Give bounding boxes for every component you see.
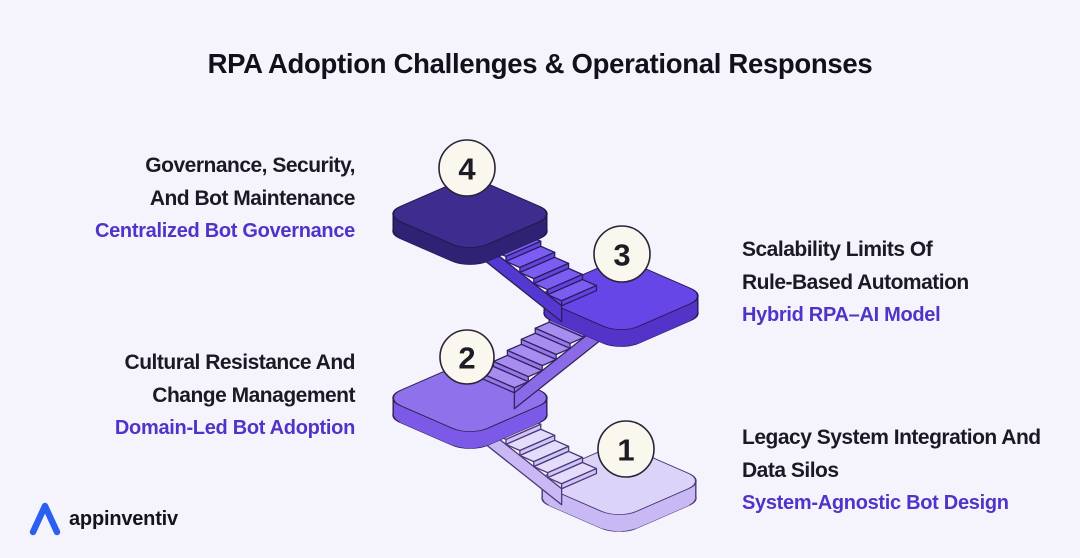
page-title: RPA Adoption Challenges & Operational Re… [207, 48, 873, 79]
badge-number: 3 [613, 238, 630, 273]
challenge-text: Change Management [152, 384, 355, 407]
challenge-text: Governance, Security, [145, 154, 355, 177]
challenge-block-4: Governance, Security, And Bot Maintenanc… [94, 149, 356, 248]
challenge-block-2: Cultural Resistance And Change Managemen… [114, 346, 356, 445]
appinventiv-logo: appinventiv [28, 502, 178, 536]
challenge-text: Data Silos [742, 459, 839, 482]
challenge-text: Cultural Resistance And [124, 351, 356, 374]
challenge-block-1: Legacy System Integration And Data Silos… [742, 421, 1041, 520]
step-badge-3: 3 [593, 225, 651, 283]
response-text: System-Agnostic Bot Design [742, 492, 1009, 514]
response-text: Centralized Bot Governance [94, 220, 355, 242]
step-badge-4: 4 [438, 139, 496, 197]
platform-step-4 [392, 180, 548, 265]
challenge-text: Rule-Based Automation [742, 271, 969, 294]
challenge-text: And Bot Maintenance [149, 187, 356, 210]
response-text: Hybrid RPA–AI Model [742, 304, 941, 326]
step-badge-1: 1 [597, 420, 655, 478]
challenge-block-3: Scalability Limits Of Rule-Based Automat… [742, 233, 969, 332]
appinventiv-logo-text: appinventiv [69, 507, 178, 530]
step-badge-2: 2 [439, 329, 495, 385]
badge-number: 4 [458, 152, 476, 187]
staircase-graphic: 4 3 2 1 [392, 139, 699, 532]
badge-number: 1 [617, 433, 634, 468]
response-text: Domain-Led Bot Adoption [114, 417, 355, 439]
challenge-text: Legacy System Integration And [742, 426, 1041, 449]
appinventiv-logo-icon [29, 502, 61, 536]
badge-number: 2 [458, 341, 475, 376]
challenge-text: Scalability Limits Of [742, 238, 933, 261]
